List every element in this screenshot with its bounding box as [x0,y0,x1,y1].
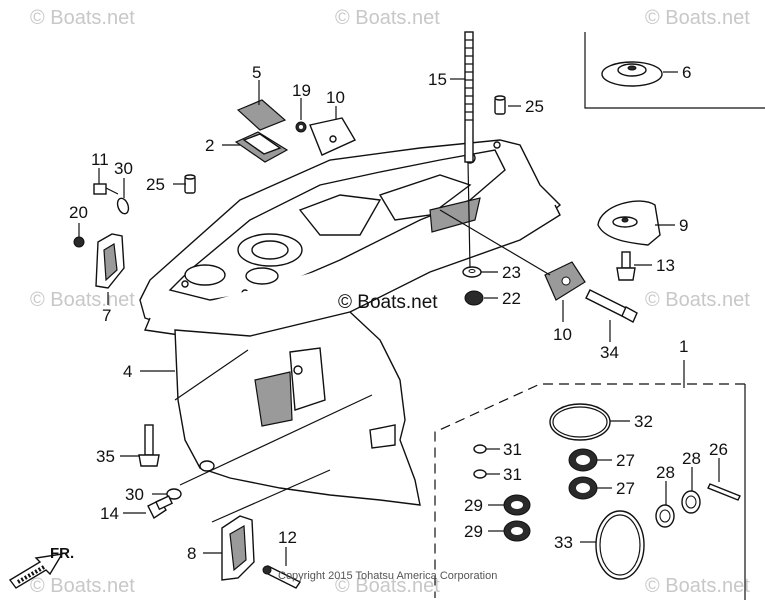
bearing-27-b [568,476,598,500]
nut-20 [73,236,85,248]
callout-13: 13 [656,256,675,275]
washer-23-hole [468,269,476,273]
callout-31-a: 31 [503,440,522,459]
callout-25-left: 25 [146,175,165,194]
callout-31-b: 31 [503,465,522,484]
callout-4: 4 [123,362,132,381]
anode-8 [221,515,255,581]
seal-28-a [655,504,675,528]
front-direction-label: FR. [50,545,74,562]
washer-31-a [473,444,487,454]
callout-12: 12 [278,528,297,547]
front-direction-arrow: FR. [8,545,74,589]
callout-15: 15 [428,70,447,89]
bolt-35 [138,424,160,467]
disc-6 [601,61,663,87]
callout-labels: 5 19 10 2 11 30 25 20 7 4 15 25 6 9 13 2… [69,63,728,563]
callout-34: 34 [600,343,619,362]
nut-22 [464,290,484,306]
mount-channel-2 [234,131,289,163]
pin-26 [707,483,741,501]
watermark-bottom-right: © Boats.net [645,575,750,597]
stud-15 [464,31,474,163]
plate-10-top-hole [329,135,337,143]
mount-block-5 [236,99,287,131]
seal-28-b [681,490,701,514]
watermark-layer: © Boats.net © Boats.net © Boats.net © Bo… [30,7,750,597]
watermark-mid-left: © Boats.net [30,289,135,311]
callout-8: 8 [187,544,196,563]
bearing-29-b [503,520,531,542]
bearing-29-a [503,494,531,516]
watermark-top-center: © Boats.net [335,7,440,29]
callout-14: 14 [100,504,119,523]
callout-35: 35 [96,447,115,466]
callout-7: 7 [102,306,111,325]
washer-30-top [116,197,130,215]
callout-6: 6 [682,63,691,82]
callout-30-top: 30 [114,159,133,178]
watermark-top-right: © Boats.net [645,7,750,29]
bolt-34 [585,289,638,323]
o-ring-33-inner [599,514,641,576]
callout-23: 23 [502,263,521,282]
plate-10-right-hole [561,276,571,286]
watermark-top-left: © Boats.net [30,7,135,29]
callout-29-a: 29 [464,496,483,515]
callout-29-b: 29 [464,522,483,541]
callout-5: 5 [252,63,261,82]
center-watermark: © Boats.net [338,292,438,313]
callout-19: 19 [292,81,311,100]
leader-lines [78,71,720,566]
upper-gearcase-housing [139,139,562,339]
callout-25-right: 25 [525,97,544,116]
watermark-mid-right: © Boats.net [645,289,750,311]
lower-gearcase-housing [174,311,421,506]
callout-28-a: 28 [656,463,675,482]
bearing-27-a [568,448,598,472]
callout-20: 20 [69,203,88,222]
copyright-caption: Copyright 2015 Tohatsu America Corporati… [278,570,497,582]
callout-27-b: 27 [616,479,635,498]
o-ring-32-inner [552,406,608,438]
trim-tab-9 [597,200,661,246]
kit-bracket-dashed [434,383,745,598]
nut-19-hole [299,125,303,129]
anode-7 [95,233,125,289]
screw-14 [147,495,173,520]
callout-11: 11 [91,150,109,169]
bolt-13 [616,251,636,281]
callout-28-b: 28 [682,449,701,468]
callout-33: 33 [554,533,573,552]
callout-26: 26 [709,440,728,459]
screw-11 [93,183,119,195]
inset-bracket-top-right [584,32,765,109]
callout-32: 32 [634,412,653,431]
watermark-bottom-center: © Boats.net [335,575,440,597]
callout-9: 9 [679,216,688,235]
dowel-pin-25-left [184,174,196,194]
callout-1: 1 [679,337,688,356]
callout-10-top: 10 [326,88,345,107]
callout-2: 2 [205,136,214,155]
callout-22: 22 [502,289,521,308]
callout-10-right: 10 [553,325,572,344]
callout-30-bottom: 30 [125,485,144,504]
washer-31-b [473,469,487,479]
watermark-bottom-left: © Boats.net [30,575,135,597]
dowel-pin-25-right [494,95,506,115]
bolt-12 [262,565,302,589]
callout-27-a: 27 [616,451,635,470]
